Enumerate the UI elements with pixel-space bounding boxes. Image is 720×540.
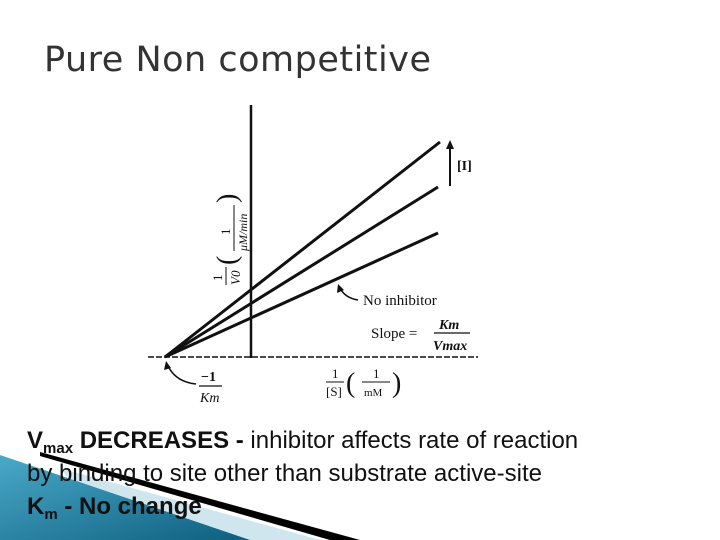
slide-title: Pure Non competitive: [44, 40, 432, 80]
slope-prefix: Slope =: [371, 326, 417, 342]
slope-denominator: Vmax: [433, 339, 467, 354]
line-high-inhibitor: [164, 140, 441, 359]
bullet-km: Km - No change: [27, 493, 202, 523]
x-label-numerator: 1: [332, 366, 339, 381]
y-label-numerator: 1: [210, 275, 225, 282]
line-no-inhibitor: [164, 231, 439, 359]
vmax-subscript: max: [43, 440, 74, 457]
km-subscript: m: [44, 506, 58, 523]
slope-numerator: Km: [438, 318, 459, 333]
no-inhibitor-label: No inhibitor: [363, 293, 437, 309]
km-no-change: - No change: [57, 493, 202, 520]
svg-text:): ): [212, 194, 243, 203]
vmax-explanation: inhibitor affects rate of reaction: [243, 427, 579, 454]
svg-text:(: (: [212, 256, 243, 265]
intercept-denominator: Km: [199, 391, 219, 406]
vmax-decreases: DECREASES -: [73, 427, 244, 454]
x-label-denominator: [S]: [326, 384, 342, 399]
km-symbol: K: [27, 493, 45, 520]
svg-text:(: (: [346, 368, 355, 399]
intercept-numerator: −1: [201, 370, 216, 385]
y-label-denominator: V0: [228, 270, 243, 285]
svg-text:): ): [392, 368, 401, 399]
line-low-inhibitor: [164, 185, 439, 359]
bullet-vmax: Vmax DECREASES - inhibitor affects rate …: [27, 427, 578, 457]
vmax-symbol: V: [27, 427, 44, 454]
y-unit-denominator: μM/min: [236, 214, 250, 252]
intercept-arrow-icon: [167, 365, 197, 385]
x-unit-numerator: 1: [373, 366, 380, 381]
inhibitor-label: [I]: [457, 159, 472, 174]
x-unit-denominator: mM: [364, 387, 383, 399]
y-unit-numerator: 1: [218, 229, 233, 236]
bullet-binding: by binding to site other than substrate …: [27, 460, 542, 487]
